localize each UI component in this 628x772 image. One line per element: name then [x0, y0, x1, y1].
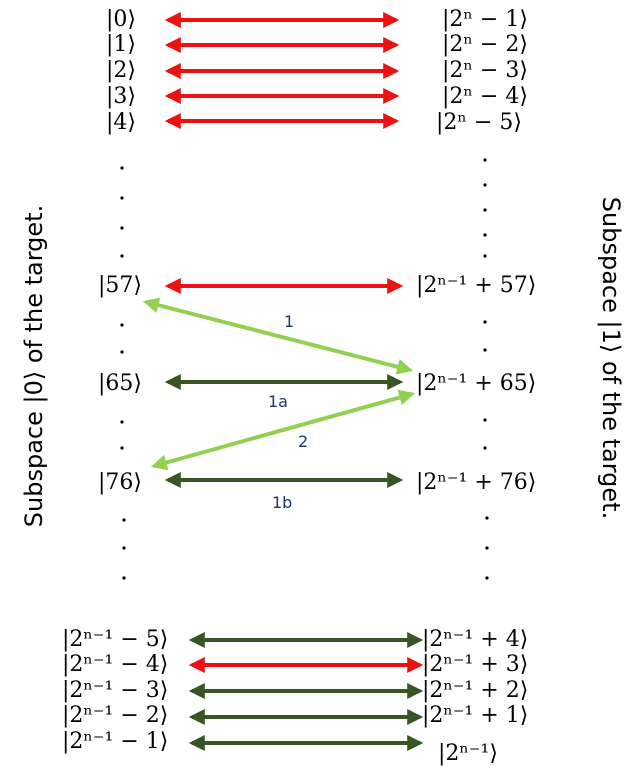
- right-state-65: |2ⁿ⁻¹ + 65⟩: [416, 371, 536, 396]
- right-ellipsis-dots: [483, 158, 489, 580]
- bottom-left-state-3: |2ⁿ⁻¹ − 2⟩: [62, 703, 168, 728]
- arrow-label-1a: 1a: [268, 392, 288, 411]
- left-state-2: |2⟩: [106, 58, 136, 83]
- bottom-right-state-1: |2ⁿ⁻¹ + 3⟩: [422, 652, 528, 677]
- right-state-0: |2ⁿ − 1⟩: [442, 7, 528, 32]
- bottom-left-state-1: |2ⁿ⁻¹ − 4⟩: [62, 652, 168, 677]
- left-state-57: |57⟩: [98, 273, 142, 298]
- right-state-3: |2ⁿ − 4⟩: [442, 84, 528, 109]
- left-state-4: |4⟩: [106, 110, 136, 135]
- right-subspace-label: Subspace |1⟩ of the target.: [597, 197, 625, 519]
- light-green-arrow-1: [142, 297, 414, 375]
- bottom-right-state-3: |2ⁿ⁻¹ + 1⟩: [422, 703, 528, 728]
- right-state-76: |2ⁿ⁻¹ + 76⟩: [416, 470, 536, 495]
- bottom-left-state-2: |2ⁿ⁻¹ − 3⟩: [62, 678, 168, 703]
- bottom-right-state-4: |2ⁿ⁻¹⟩: [438, 741, 498, 766]
- left-state-76: |76⟩: [98, 470, 142, 495]
- right-state-57: |2ⁿ⁻¹ + 57⟩: [416, 273, 536, 298]
- arrow-label-1: 1: [284, 312, 294, 331]
- left-ellipsis-dots: [120, 166, 126, 580]
- left-state-1: |1⟩: [106, 32, 136, 57]
- light-green-arrow-2: [150, 389, 416, 471]
- right-state-1: |2ⁿ − 2⟩: [442, 32, 528, 57]
- right-state-4: |2ⁿ − 5⟩: [436, 110, 522, 135]
- bottom-right-state-2: |2ⁿ⁻¹ + 2⟩: [422, 678, 528, 703]
- arrow-label-2: 2: [298, 432, 308, 451]
- bottom-left-state-4: |2ⁿ⁻¹ − 1⟩: [62, 729, 168, 754]
- bottom-right-state-0: |2ⁿ⁻¹ + 4⟩: [422, 627, 528, 652]
- left-state-0: |0⟩: [106, 7, 136, 32]
- arrow-label-1b: 1b: [272, 493, 292, 512]
- bottom-left-state-0: |2ⁿ⁻¹ − 5⟩: [62, 627, 168, 652]
- left-state-3: |3⟩: [106, 84, 136, 109]
- right-state-2: |2ⁿ − 3⟩: [442, 58, 528, 83]
- left-state-65: |65⟩: [98, 371, 142, 396]
- left-subspace-label: Subspace |0⟩ of the target.: [20, 205, 48, 527]
